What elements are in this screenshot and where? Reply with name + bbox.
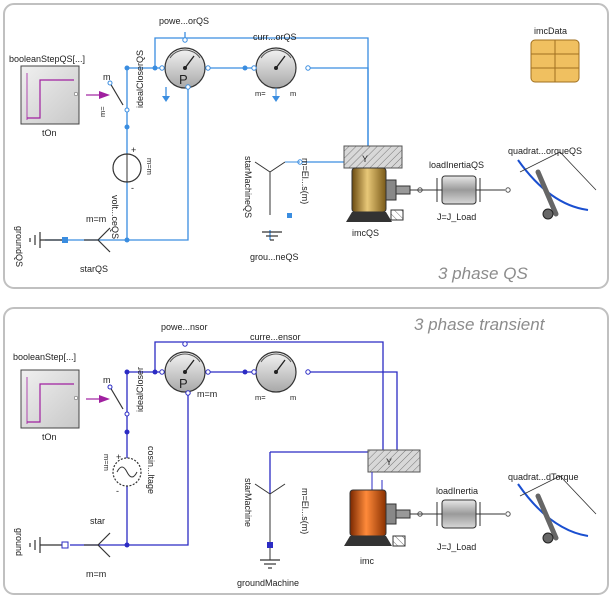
ground-label-transient: ground [14, 528, 24, 556]
ideal-closer-label-qs: idealCloserQS [135, 50, 145, 108]
machine-label-transient: imc [360, 556, 374, 566]
star-transient[interactable]: star m=m [84, 516, 111, 579]
source-minus-qs: - [131, 183, 134, 193]
load-inertia-label-qs: loadInertiaQS [429, 160, 484, 170]
boolean-step-label-qs: booleanStepQS[...] [9, 54, 85, 64]
panel-quasi-static: 3 phase QS boolea [3, 3, 609, 289]
ideal-closer-qs[interactable]: m m= idealCloserQS [98, 50, 145, 117]
star-meq-label-transient: m=m [86, 569, 106, 579]
boolean-step-block-transient[interactable]: booleanStep[...] tOn [13, 352, 80, 442]
current-m-right-qs: m [290, 89, 296, 98]
quadratic-torque-qs[interactable]: quadrat...orqueQS [508, 146, 597, 220]
closer-meq-label-qs: m= [98, 106, 107, 117]
star-machine-meq-transient: m=El...s(m) [300, 488, 310, 534]
voltage-source-label-transient: cosin...ltage [146, 446, 156, 494]
machine-y-label-qs: Y [362, 154, 368, 164]
star-machine-meq-qs: m=El...s(m) [300, 158, 310, 204]
source-plus-transient: + [116, 452, 121, 462]
ton-label-transient: tOn [42, 432, 57, 442]
imc-data-record[interactable]: imcData [530, 26, 580, 83]
panel-transient: 3 phase transient booleanStep[...] [3, 307, 609, 595]
power-sensor-p-label-transient: P [179, 376, 188, 391]
power-sensor-p-label-qs: P [179, 72, 188, 87]
source-plus-qs: + [131, 145, 136, 155]
star-qs[interactable]: m=m starQS [80, 214, 111, 274]
voltage-source-transient[interactable]: + - m=m cosin...ltage [102, 446, 156, 496]
quadratic-torque-transient[interactable]: quadrat...dTorque [508, 472, 597, 544]
ground-qs[interactable]: groundQS [14, 226, 68, 267]
panel-qs-title: 3 phase QS [438, 264, 528, 283]
ton-label-qs: tOn [42, 128, 57, 138]
ground-label-qs: groundQS [14, 226, 24, 267]
power-sensor-m-transient: m=m [197, 389, 217, 399]
current-m-right-transient: m [290, 393, 296, 402]
panel-transient-frame [3, 307, 609, 595]
induction-machine-transient[interactable]: Y imc [344, 449, 421, 566]
load-inertia-j-transient: J=J_Load [437, 542, 476, 552]
current-m-left-transient: m= [255, 393, 266, 402]
voltage-source-qs[interactable]: + - m=m volt...ceQS [110, 145, 154, 239]
panel-transient-title: 3 phase transient [414, 315, 546, 334]
machine-label-qs: imcQS [352, 228, 379, 238]
source-meq-label-qs: m=m [145, 158, 154, 175]
current-sensor-label-transient: curre...ensor [250, 332, 301, 342]
load-inertia-label-transient: loadInertia [436, 486, 478, 496]
ground-machine-label-qs: grou...neQS [250, 252, 299, 262]
boolean-output-arrow-qs [99, 91, 110, 99]
ideal-closer-transient[interactable]: m idealCloser [103, 367, 145, 417]
star-machine-qs[interactable]: starMachineQS m=El...s(m) grou...neQS [243, 156, 310, 262]
load-inertia-qs[interactable]: loadInertiaQS J=J_Load [429, 160, 511, 222]
closer-m-label-qs: m [103, 72, 111, 82]
source-meq-label-transient: m=m [102, 454, 111, 471]
source-minus-transient: - [116, 486, 119, 496]
machine-y-label-transient: Y [386, 457, 392, 467]
quadratic-torque-label-qs: quadrat...orqueQS [508, 146, 582, 156]
power-sensor-label-qs: powe...orQS [159, 16, 209, 26]
star-label-qs: starQS [80, 264, 108, 274]
star-label-transient: star [90, 516, 105, 526]
current-sensor-qs[interactable]: curr...orQS m= m [251, 32, 311, 102]
boolean-output-arrow-transient [99, 395, 110, 403]
induction-machine-qs[interactable]: Y imcQS [343, 145, 411, 238]
power-sensor-transient[interactable]: P powe...nsor m=m [159, 322, 217, 399]
star-machine-transient[interactable]: starMachine m=El...s(m) groundMachine [237, 478, 310, 588]
ideal-closer-label-transient: idealCloser [135, 367, 145, 412]
closer-m-label-transient: m [103, 375, 111, 385]
current-sensor-label-qs: curr...orQS [253, 32, 297, 42]
quadratic-torque-label-transient: quadrat...dTorque [508, 472, 579, 482]
star-machine-label-transient: starMachine [243, 478, 253, 527]
boolean-step-block-qs[interactable]: booleanStepQS[...] tOn [9, 54, 85, 138]
load-inertia-transient[interactable]: loadInertia J=J_Load [436, 486, 511, 552]
panel-qs-frame [3, 3, 609, 289]
ground-machine-label-transient: groundMachine [237, 578, 299, 588]
boolean-step-label-transient: booleanStep[...] [13, 352, 76, 362]
star-meq-label-qs: m=m [86, 214, 106, 224]
load-inertia-j-qs: J=J_Load [437, 212, 476, 222]
voltage-source-label-qs: volt...ceQS [110, 195, 120, 239]
power-sensor-qs[interactable]: P powe...orQS [159, 16, 211, 102]
power-sensor-label-transient: powe...nsor [161, 322, 208, 332]
imc-data-label: imcData [534, 26, 567, 36]
star-machine-label-qs: starMachineQS [243, 156, 253, 218]
current-m-left-qs: m= [255, 89, 266, 98]
current-sensor-transient[interactable]: curre...ensor m= m [250, 332, 311, 402]
ground-transient[interactable]: ground [14, 528, 69, 556]
